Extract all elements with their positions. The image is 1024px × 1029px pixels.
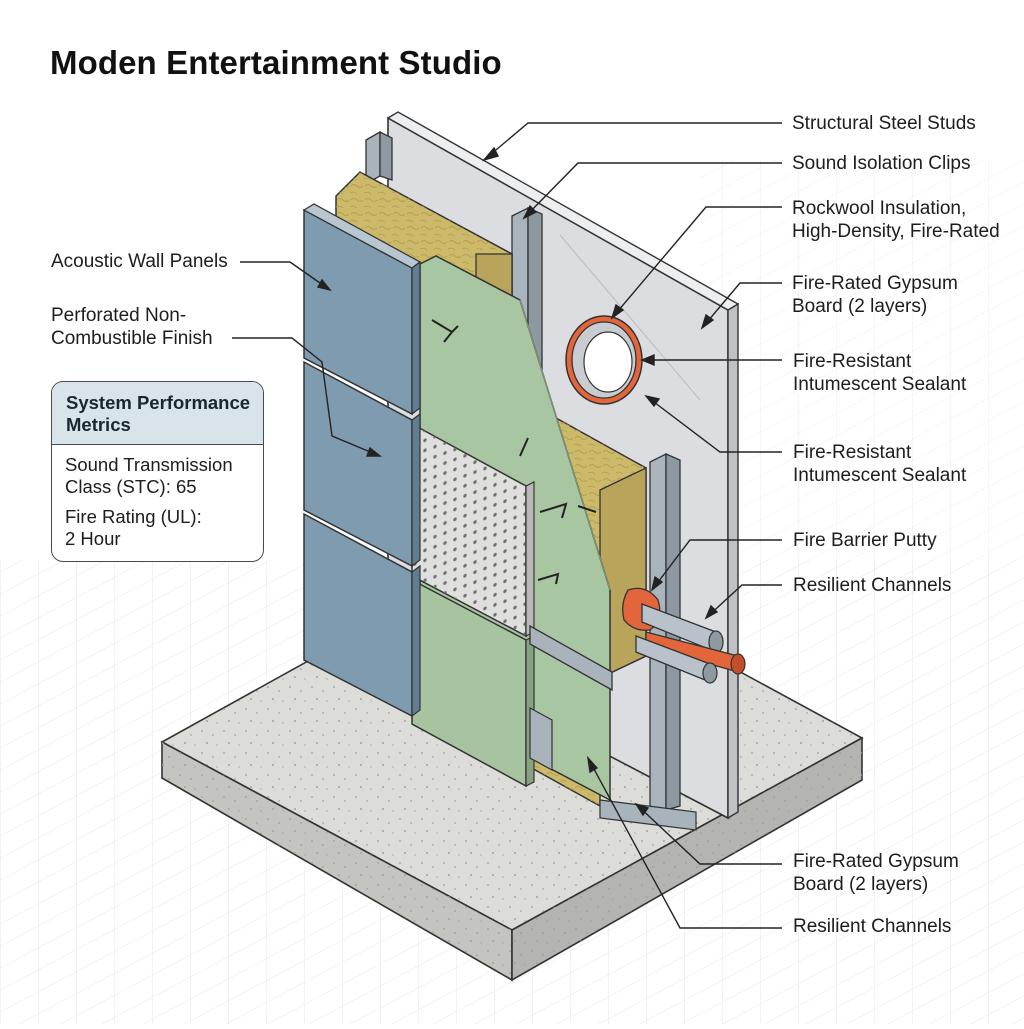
label-text: Intumescent Sealant [793, 465, 967, 486]
background-grid-upper [700, 160, 1024, 580]
label-text: Fire-Resistant [793, 351, 912, 372]
label-text: Fire-Resistant [793, 442, 912, 463]
label-text: Perforated Non- [51, 305, 187, 326]
label-structural-steel-studs: Structural Steel Studs [792, 112, 976, 135]
leader-acoustic-wall-panels [240, 261, 331, 291]
perforated-finish-panel [411, 422, 535, 638]
leader-gypsum-board-top [701, 282, 782, 329]
leader-rockwool-insulation [611, 206, 782, 319]
diagram-title: Moden Entertainment Studio [50, 44, 502, 81]
label-intumescent-sealant-2: Fire-Resistant Intumescent Sealant [793, 441, 966, 487]
pipes-with-fire-barrier-putty [622, 587, 746, 684]
label-text: Resilient Channels [793, 916, 952, 937]
label-fire-barrier-putty: Fire Barrier Putty [793, 529, 937, 552]
label-text: Fire-Rated Gypsum [793, 851, 959, 872]
label-text: Board (2 layers) [792, 296, 928, 317]
label-text: Fire-Rated Gypsum [792, 273, 958, 294]
label-gypsum-board-bottom: Fire-Rated Gypsum Board (2 layers) [793, 850, 959, 896]
label-text: Sound Isolation Clips [792, 153, 971, 174]
label-gypsum-board-top: Fire-Rated Gypsum Board (2 layers) [792, 272, 958, 318]
label-text: Board (2 layers) [793, 874, 929, 895]
metric-fire-rating-value: 2 Hour [65, 528, 121, 549]
label-text: Acoustic Wall Panels [51, 251, 228, 272]
label-text: Rockwool Insulation, [792, 198, 967, 219]
leader-resilient-channels-top [705, 584, 782, 619]
steel-stud-top-left [365, 130, 393, 186]
system-performance-metrics-box: System Performance Metrics Sound Transmi… [51, 381, 264, 562]
leader-intumescent-sealant-2 [645, 395, 782, 453]
leader-lines [232, 122, 782, 929]
label-perforated-finish: Perforated Non- Combustible Finish [51, 304, 213, 350]
metrics-header: System Performance Metrics [52, 382, 263, 445]
acoustic-wall-panel-bottom [303, 512, 421, 718]
label-acoustic-wall-panels: Acoustic Wall Panels [51, 250, 228, 273]
leader-structural-steel-studs [483, 122, 782, 161]
pipe-penetration-sleeve [565, 315, 643, 405]
metrics-body: Sound Transmission Class (STC): 65 Fire … [52, 445, 263, 550]
acoustic-wall-panel-middle [303, 360, 421, 568]
label-text: Structural Steel Studs [792, 113, 976, 134]
leader-sound-isolation-clips [523, 162, 782, 219]
leader-fire-barrier-putty [651, 539, 782, 591]
label-resilient-channels-top: Resilient Channels [793, 574, 951, 597]
label-text: Combustible Finish [51, 328, 213, 349]
leader-perforated-finish [232, 337, 381, 457]
leader-gypsum-board-bottom [635, 803, 782, 865]
acoustic-wall-panel-top [302, 203, 422, 416]
label-text: Resilient Channels [793, 575, 952, 596]
leader-resilient-channels-bottom [587, 757, 782, 929]
metrics-header-text: System Performance [66, 392, 251, 413]
label-intumescent-sealant-1: Fire-Resistant Intumescent Sealant [793, 350, 966, 396]
sound-path-arrows [431, 319, 597, 585]
label-sound-isolation-clips: Sound Isolation Clips [792, 152, 971, 175]
label-resilient-channels-bottom: Resilient Channels [793, 915, 951, 938]
metrics-header-text: Metrics [66, 414, 131, 435]
label-text: Intumescent Sealant [793, 374, 967, 395]
metric-stc-value: Class (STC): 65 [65, 476, 197, 497]
metric-stc: Sound Transmission [65, 454, 233, 475]
metric-fire-rating: Fire Rating (UL): [65, 506, 202, 527]
label-text: High-Density, Fire-Rated [792, 221, 1000, 242]
label-text: Fire Barrier Putty [793, 530, 937, 551]
label-rockwool-insulation: Rockwool Insulation, High-Density, Fire-… [792, 197, 1000, 243]
